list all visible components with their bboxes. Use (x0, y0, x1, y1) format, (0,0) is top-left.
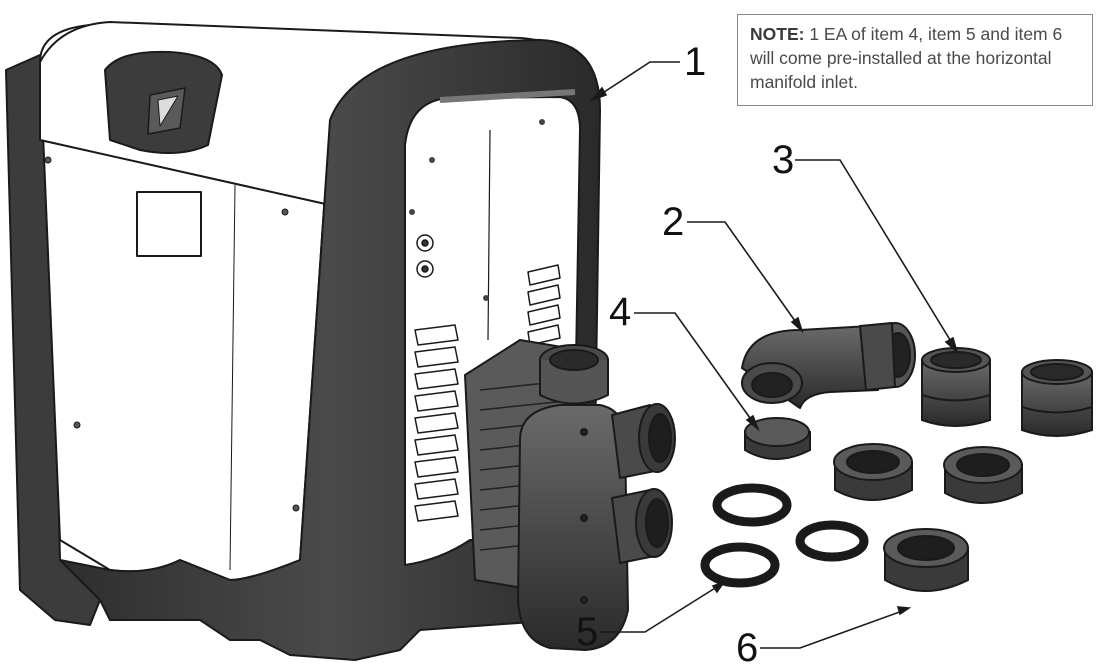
leader-1 (594, 61, 680, 99)
heater-unit (5, 21, 601, 661)
leader-5 (600, 584, 721, 633)
part-3-adapter-a (921, 347, 991, 427)
part-6-union-nut-a (833, 443, 913, 501)
oring-3 (795, 520, 869, 562)
heater-panel-knobs (416, 234, 434, 278)
heater-vents-right (527, 264, 561, 346)
leader-lines (589, 61, 959, 649)
callout-5: 5 (576, 610, 599, 654)
heater-label-window (136, 191, 202, 257)
heater-screws (44, 156, 300, 512)
part-6-union-nut-b (943, 446, 1023, 504)
part-3-adapter-b (1021, 359, 1093, 437)
note-box: NOTE: 1 EA of item 4, item 5 and item 6 … (737, 14, 1093, 106)
part-6-union-nut-c (883, 528, 969, 592)
callout-6: 6 (736, 626, 759, 670)
oring-2 (700, 542, 780, 588)
callout-3: 3 (772, 138, 795, 182)
callout-1: 1 (684, 40, 707, 84)
part-5-orings (700, 483, 869, 588)
oring-1 (712, 483, 792, 527)
callout-4: 4 (609, 290, 632, 334)
leader-4 (634, 312, 756, 426)
note-label: NOTE: (750, 24, 805, 44)
part-4-cap (744, 417, 811, 460)
leader-3 (795, 159, 956, 349)
heater-vents-left (414, 324, 459, 522)
note-text: 1 EA of item 4, item 5 and item 6 will c… (750, 24, 1063, 92)
leader-2 (687, 221, 801, 329)
part-2-elbow (741, 322, 916, 409)
manifold-assembly (464, 339, 676, 651)
callout-2: 2 (662, 200, 685, 244)
leader-6 (760, 609, 906, 649)
